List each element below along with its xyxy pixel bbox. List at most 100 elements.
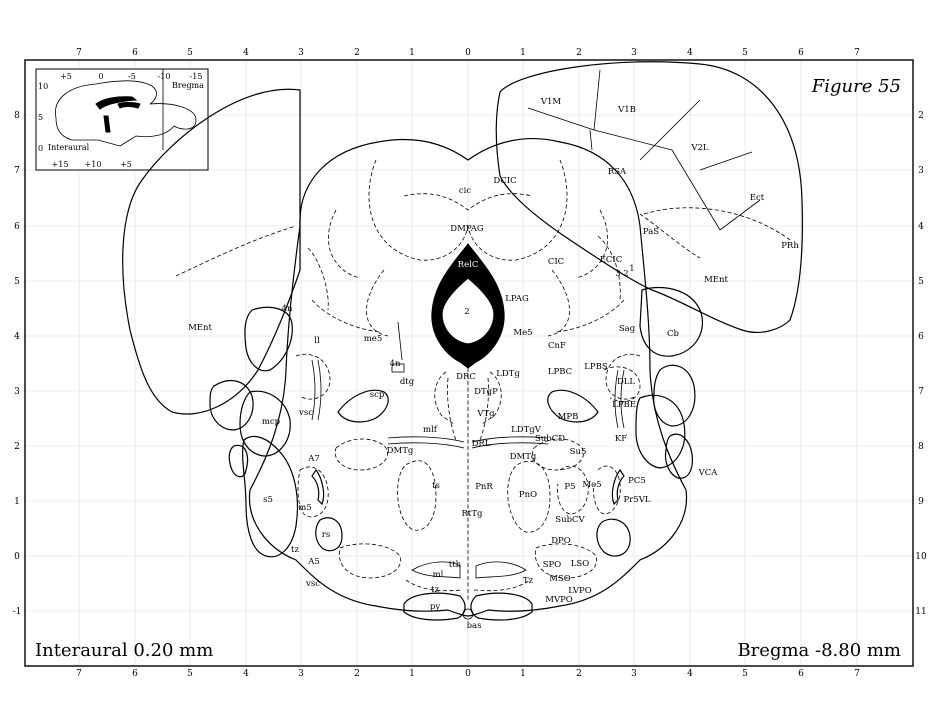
tick-label: 0 bbox=[14, 552, 20, 562]
label-vsc-lower: vsc bbox=[305, 579, 320, 589]
tick-label: 0 bbox=[465, 669, 471, 679]
label-kf: KF bbox=[615, 434, 627, 444]
label-mso: MSO bbox=[549, 574, 571, 584]
tick-label: 3 bbox=[14, 387, 20, 397]
tick-label: 6 bbox=[132, 669, 138, 679]
tick-label: 6 bbox=[132, 48, 138, 58]
label-v2l: V2L bbox=[690, 143, 709, 153]
label-pc5: PC5 bbox=[628, 476, 646, 486]
tick-label: 0 bbox=[465, 48, 471, 58]
label-relc: RelC bbox=[458, 260, 479, 270]
label-vsc: vsc bbox=[298, 408, 313, 418]
label-cic: CIC bbox=[548, 257, 564, 267]
label-drl: DRL bbox=[472, 439, 491, 449]
label-dtgp: DTgP bbox=[474, 387, 498, 397]
inset-tick: +5 bbox=[60, 72, 72, 81]
label-sag: Sag bbox=[619, 324, 636, 334]
tick-label: 4 bbox=[918, 222, 924, 232]
sagittal-inset: +5 0 -5 -10 -15 +15 +10 +5 10 5 0 Bregma… bbox=[36, 69, 208, 170]
inset-tick: 5 bbox=[38, 113, 43, 122]
inset-bregma-label: Bregma bbox=[172, 81, 204, 90]
tick-label: 10 bbox=[915, 552, 927, 562]
label-spo: SPO bbox=[543, 560, 562, 570]
label-cnf: CnF bbox=[548, 341, 566, 351]
tick-label: 1 bbox=[520, 48, 526, 58]
label-rsa: RSA bbox=[608, 167, 627, 177]
inset-tick: +10 bbox=[85, 160, 102, 169]
label-rs: rs bbox=[322, 530, 330, 540]
tick-label: 5 bbox=[14, 277, 20, 287]
tick-label: 9 bbox=[918, 497, 924, 507]
label-ment-l: MEnt bbox=[188, 323, 212, 333]
label-dtg: dtg bbox=[400, 377, 415, 387]
inset-tick: 10 bbox=[38, 82, 48, 91]
tick-label: 7 bbox=[76, 669, 82, 679]
label-su5: Su5 bbox=[570, 447, 587, 457]
top-axis-ticks: 7 6 5 4 3 2 1 0 1 2 3 4 5 6 7 bbox=[76, 48, 860, 58]
tick-label: 2 bbox=[576, 669, 582, 679]
label-mpb: MPB bbox=[558, 412, 579, 422]
label-prh: PRh bbox=[781, 241, 799, 251]
tick-label: 2 bbox=[576, 48, 582, 58]
label-dmtg-r: DMTg bbox=[510, 452, 537, 462]
inset-tick: -5 bbox=[128, 72, 136, 81]
label-lpag: LPAG bbox=[505, 294, 529, 304]
tick-label: 1 bbox=[409, 48, 415, 58]
label-ecic-2: 2 bbox=[623, 269, 628, 279]
tick-label: 1 bbox=[14, 497, 20, 507]
label-mo5: Mo5 bbox=[582, 480, 601, 490]
label-ecic-3: 3 bbox=[615, 269, 620, 279]
tick-label: 4 bbox=[243, 48, 249, 58]
tick-label: 8 bbox=[918, 442, 924, 452]
label-ecic: ECIC bbox=[600, 255, 623, 265]
bregma-caption: Bregma -8.80 mm bbox=[737, 640, 901, 661]
label-lpbs: LPBS bbox=[584, 362, 608, 372]
tick-label: 3 bbox=[631, 48, 637, 58]
label-dpo: DPO bbox=[551, 536, 571, 546]
label-m5: m5 bbox=[298, 503, 311, 513]
tick-label: 5 bbox=[187, 669, 193, 679]
tick-label: 3 bbox=[298, 48, 304, 58]
label-lso: LSO bbox=[571, 559, 589, 569]
label-mcp: mcp bbox=[262, 417, 281, 427]
label-me5-r: Me5 bbox=[513, 328, 532, 338]
figure-title: Figure 55 bbox=[811, 76, 901, 97]
tick-label: 8 bbox=[14, 111, 20, 121]
tick-label: 7 bbox=[918, 387, 924, 397]
inset-interaural-label: Interaural bbox=[48, 143, 90, 152]
label-4n-nucleus: 4n bbox=[390, 359, 401, 369]
tick-label: 4 bbox=[687, 48, 693, 58]
label-mvpo: MVPO bbox=[545, 595, 573, 605]
label-a7: A7 bbox=[307, 454, 320, 464]
inset-tick: -10 bbox=[158, 72, 171, 81]
tick-label: 7 bbox=[76, 48, 82, 58]
label-py: py bbox=[430, 602, 440, 612]
label-pr5vl: Pr5VL bbox=[624, 495, 651, 505]
label-tz-l: tz bbox=[431, 585, 439, 595]
bottom-axis-ticks: 7 6 5 4 3 2 1 0 1 2 3 4 5 6 7 bbox=[76, 669, 860, 679]
label-p5: P5 bbox=[564, 482, 575, 492]
label-lpbe: LPBE bbox=[612, 400, 636, 410]
inset-tick: +5 bbox=[120, 160, 132, 169]
label-tz-r: Tz bbox=[523, 576, 534, 586]
tick-label: 6 bbox=[798, 669, 804, 679]
label-subcd: SubCD bbox=[535, 434, 565, 444]
tick-label: 7 bbox=[854, 669, 860, 679]
tick-label: 3 bbox=[918, 166, 924, 176]
tick-label: 6 bbox=[14, 222, 20, 232]
label-mlf: mlf bbox=[423, 425, 438, 435]
tick-label: 11 bbox=[915, 607, 926, 617]
label-scp: scp bbox=[370, 390, 385, 400]
label-ts: ts bbox=[432, 481, 440, 491]
label-tz: tz bbox=[291, 545, 299, 555]
label-drc: DRC bbox=[456, 372, 476, 382]
tick-label: 2 bbox=[918, 111, 924, 121]
left-paraflocculus bbox=[245, 307, 292, 370]
label-ment-r: MEnt bbox=[704, 275, 728, 285]
right-axis-ticks: 2 3 4 5 6 7 8 9 10 11 bbox=[915, 111, 927, 617]
label-dcic: DCIC bbox=[493, 176, 516, 186]
tick-label: -1 bbox=[13, 607, 22, 617]
label-s5: s5 bbox=[263, 495, 273, 505]
tick-label: 5 bbox=[742, 669, 748, 679]
